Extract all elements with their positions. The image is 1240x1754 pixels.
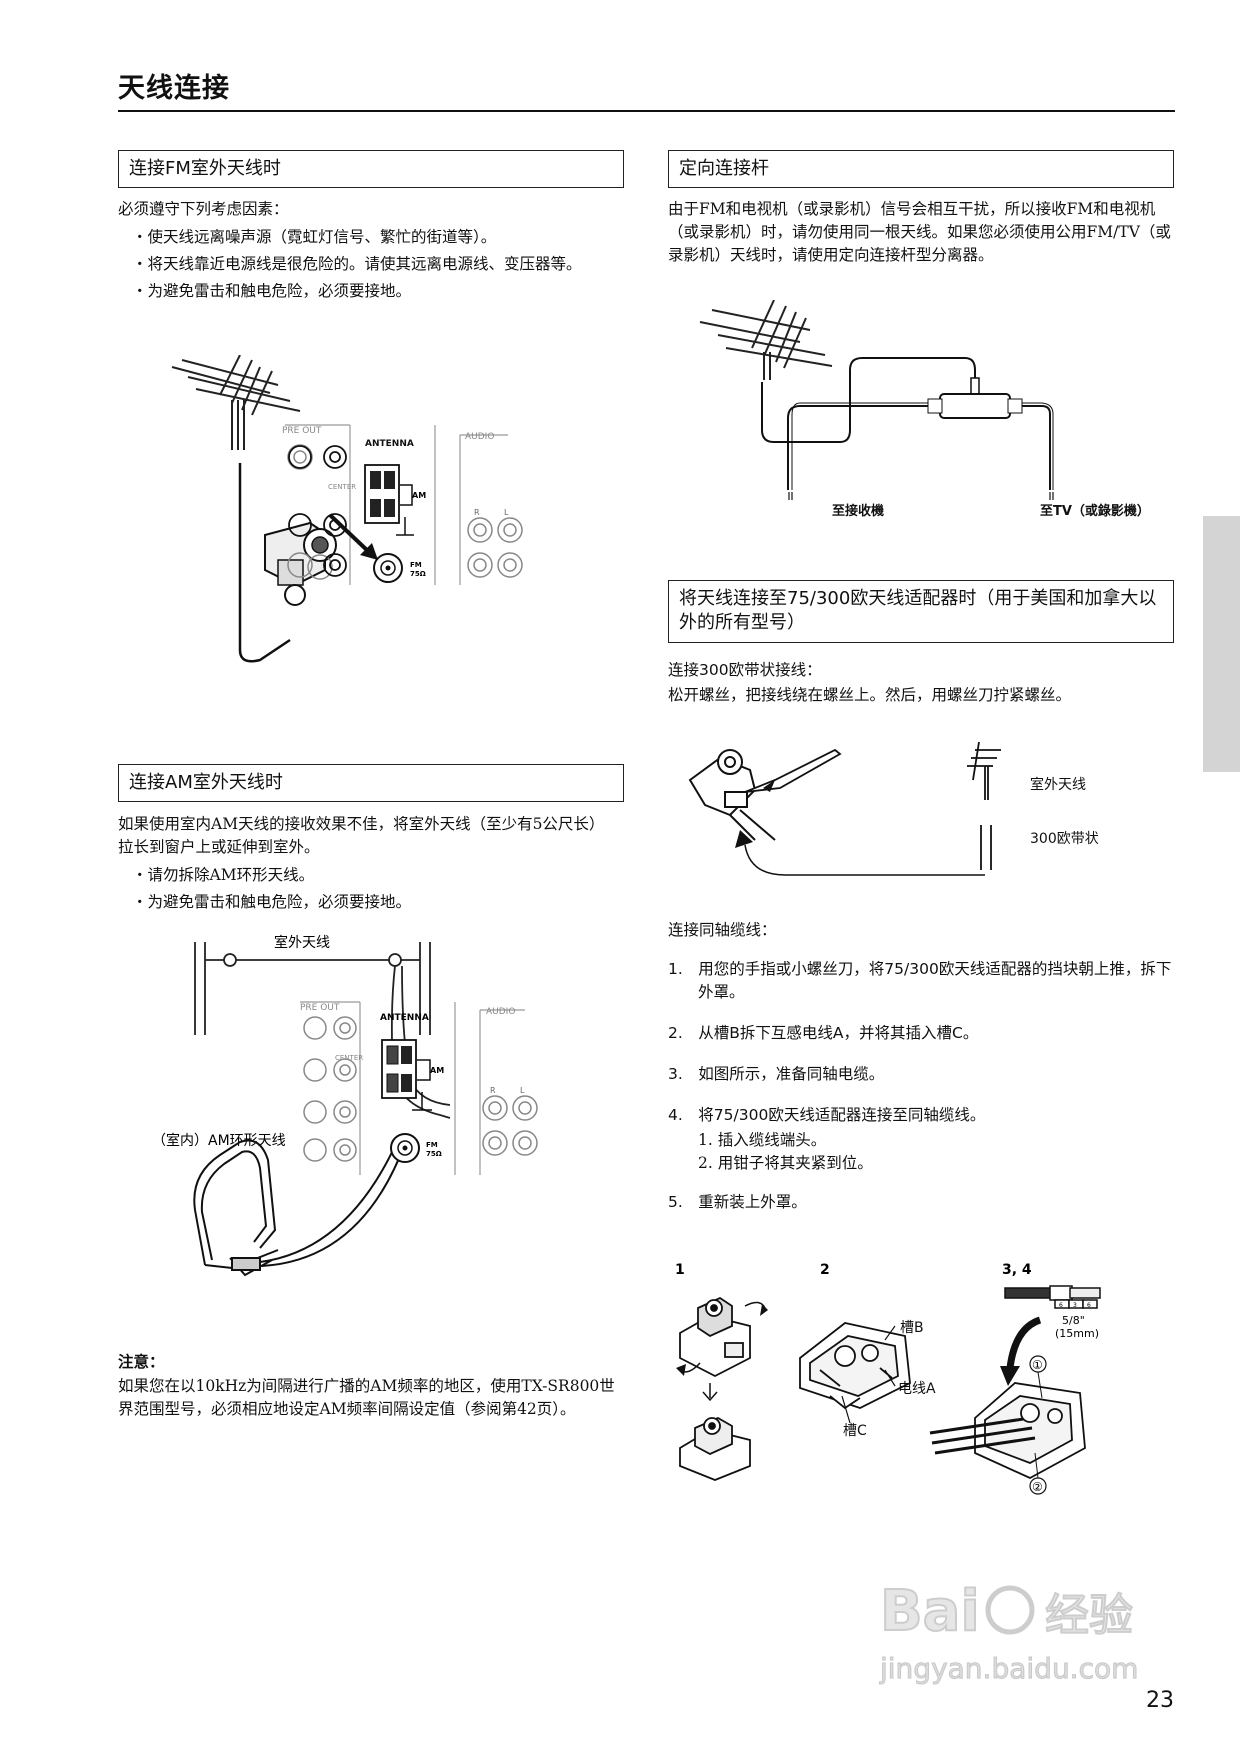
svg-text:PRE OUT: PRE OUT bbox=[282, 426, 322, 436]
svg-text:（室内）AM环形天线: （室内）AM环形天线 bbox=[152, 1132, 286, 1149]
svg-text:75Ω: 75Ω bbox=[410, 570, 426, 578]
label-slot-c: 槽C bbox=[843, 1423, 867, 1439]
page-title: 天线连接 bbox=[118, 73, 230, 104]
fm-bullet: ・将天线靠近电源线是很危险的。请使其远离电源线、变压器等。 bbox=[132, 255, 582, 273]
page-number: 23 bbox=[1146, 1688, 1174, 1713]
substep-item: 2. 用钳子将其夹紧到位。 bbox=[698, 1154, 873, 1172]
note-title: 注意： bbox=[118, 1353, 165, 1371]
adapter-assembled-icon bbox=[929, 1382, 1086, 1480]
coax-cable-icon bbox=[1004, 1285, 1101, 1309]
svg-text:Bai: Bai bbox=[880, 1579, 980, 1644]
svg-text:3: 3 bbox=[1073, 1302, 1077, 1309]
svg-text:jingyan.baidu.com: jingyan.baidu.com bbox=[879, 1652, 1138, 1685]
fm-bullet: ・使天线远离噪声源（霓虹灯信号、繁忙的街道等）。 bbox=[132, 228, 497, 246]
svg-text:ANTENNA: ANTENNA bbox=[365, 439, 414, 449]
ribbon-title: 连接300欧带状接线： bbox=[668, 661, 822, 679]
splitter-text: 由于FM和电视机（或录影机）信号会相互干扰，所以接收FM和电视机（或录影机）时，… bbox=[668, 200, 1171, 264]
fm-intro: 必须遵守下列考虑因素： bbox=[118, 200, 289, 218]
splitter-figure bbox=[699, 300, 1054, 500]
adapter-heading: 将天线连接至75/300欧天线适配器时（用于美国和加拿大以外的所有型号） bbox=[668, 580, 1174, 643]
label-slot-b: 槽B bbox=[900, 1320, 924, 1336]
svg-text:AM: AM bbox=[412, 491, 426, 500]
svg-text:R: R bbox=[474, 508, 480, 517]
am-antenna-figure: 室外天线 （室内）AM环形天线 PRE OUT AUDIO ANTENNA CE… bbox=[152, 934, 538, 1277]
svg-text:(15mm): (15mm) bbox=[1055, 1327, 1099, 1340]
adapter-cover-icon bbox=[679, 1296, 751, 1378]
adapter-open-icon bbox=[799, 1322, 911, 1410]
svg-text:75Ω: 75Ω bbox=[426, 1150, 442, 1158]
outdoor-antenna-icon bbox=[967, 741, 1001, 800]
svg-text:5/8": 5/8" bbox=[1062, 1314, 1085, 1327]
svg-text:AM: AM bbox=[430, 1066, 444, 1075]
label-wire-a: 电线A bbox=[898, 1381, 936, 1397]
screwdriver-icon bbox=[744, 748, 842, 793]
svg-text:室外天线: 室外天线 bbox=[274, 934, 330, 951]
watermark-logo: Bai 经验 jingyan.baidu.com bbox=[879, 1578, 1139, 1686]
svg-text:L: L bbox=[504, 508, 509, 517]
side-tab bbox=[1203, 516, 1240, 772]
svg-text:FM: FM bbox=[410, 561, 422, 569]
svg-text:AUDIO: AUDIO bbox=[465, 432, 494, 442]
fm-bullet-list: ・使天线远离噪声源（霓虹灯信号、繁忙的街道等）。 ・将天线靠近电源线是很危险的。… bbox=[118, 226, 618, 303]
svg-text:CENTER: CENTER bbox=[335, 1054, 363, 1062]
note-text: 如果您在以10kHz为间隔进行广播的AM频率的地区，使用TX-SR800世界范围… bbox=[118, 1377, 615, 1418]
adapter-assembly-figure: 1 2 3, 4 6 3 6 5/8" (15mm) bbox=[675, 1262, 1101, 1495]
coax-steps: 1. 用您的手指或小螺丝刀，将75/300欧天线适配器的挡块朝上推，拆下外罩。 … bbox=[668, 958, 1176, 1214]
ribbon-text: 松开螺丝，把接线绕在螺丝上。然后，用螺丝刀拧紧螺丝。 bbox=[668, 686, 1072, 704]
fm-outdoor-heading: 连接FM室外天线时 bbox=[118, 150, 624, 189]
adapter-base-icon bbox=[679, 1416, 751, 1481]
am-bullet: ・请勿拆除AM环形天线。 bbox=[132, 866, 315, 884]
label-to-tv: 至TV（或錄影機） bbox=[1040, 504, 1150, 519]
splitter-icon bbox=[939, 393, 1011, 419]
adapter-icon bbox=[688, 749, 757, 817]
am-intro: 如果使用室内AM天线的接收效果不佳，将室外天线（至少有5公尺长）拉长到窗户上或延… bbox=[118, 815, 605, 856]
step-item: 3. 如图所示，准备同轴电缆。 bbox=[668, 1065, 885, 1083]
svg-text:R: R bbox=[490, 1086, 496, 1095]
svg-text:6: 6 bbox=[1059, 1302, 1063, 1309]
svg-text:CENTER: CENTER bbox=[328, 483, 356, 491]
yagi-antenna-icon bbox=[171, 355, 301, 450]
yagi-antenna-icon bbox=[699, 300, 833, 380]
splitter-heading: 定向连接杆 bbox=[668, 150, 1174, 189]
svg-text:①: ① bbox=[1032, 1358, 1043, 1372]
svg-text:ANTENNA: ANTENNA bbox=[380, 1013, 429, 1023]
svg-text:6: 6 bbox=[1087, 1302, 1091, 1309]
am-loop-antenna-icon bbox=[193, 1139, 279, 1277]
svg-text:2: 2 bbox=[820, 1262, 830, 1278]
coax-title: 连接同轴缆线： bbox=[668, 921, 777, 939]
svg-text:L: L bbox=[520, 1086, 525, 1095]
svg-text:FM: FM bbox=[426, 1141, 438, 1149]
svg-text:3, 4: 3, 4 bbox=[1002, 1262, 1032, 1278]
svg-text:②: ② bbox=[1032, 1480, 1043, 1494]
svg-text:AUDIO: AUDIO bbox=[486, 1007, 515, 1017]
am-outdoor-heading: 连接AM室外天线时 bbox=[118, 764, 624, 803]
title-rule bbox=[118, 110, 1175, 112]
am-bullet: ・为避免雷击和触电危险，必须要接地。 bbox=[132, 893, 412, 911]
svg-text:PRE OUT: PRE OUT bbox=[300, 1003, 340, 1013]
step-item: 4. 将75/300欧天线适配器连接至同轴缆线。 bbox=[668, 1106, 986, 1124]
step-item: 1. 用您的手指或小螺丝刀，将75/300欧天线适配器的挡块朝上推，拆下外罩。 bbox=[668, 960, 1172, 1001]
ribbon-wire-icon bbox=[980, 825, 992, 870]
substep-item: 1. 插入缆线端头。 bbox=[698, 1131, 827, 1149]
ribbon-figure bbox=[688, 741, 1001, 876]
svg-text:1: 1 bbox=[675, 1262, 685, 1278]
step-item: 5. 重新装上外罩。 bbox=[668, 1193, 807, 1211]
am-bullet-list: ・请勿拆除AM环形天线。 ・为避免雷击和触电危险，必须要接地。 bbox=[118, 864, 618, 914]
fm-bullet: ・为避免雷击和触电危险，必须要接地。 bbox=[132, 282, 412, 300]
svg-text:经验: 经验 bbox=[1045, 1590, 1133, 1641]
label-outdoor-antenna: 室外天线 bbox=[1030, 777, 1086, 793]
fm-antenna-figure: PRE OUT AUDIO ANTENNA CENTER R L AM FM 7… bbox=[171, 355, 523, 663]
label-300-ribbon: 300欧带状 bbox=[1030, 831, 1099, 847]
step-item: 2. 从槽B拆下互感电线A，并将其插入槽C。 bbox=[668, 1024, 979, 1042]
label-to-receiver: 至接收機 bbox=[832, 504, 885, 519]
